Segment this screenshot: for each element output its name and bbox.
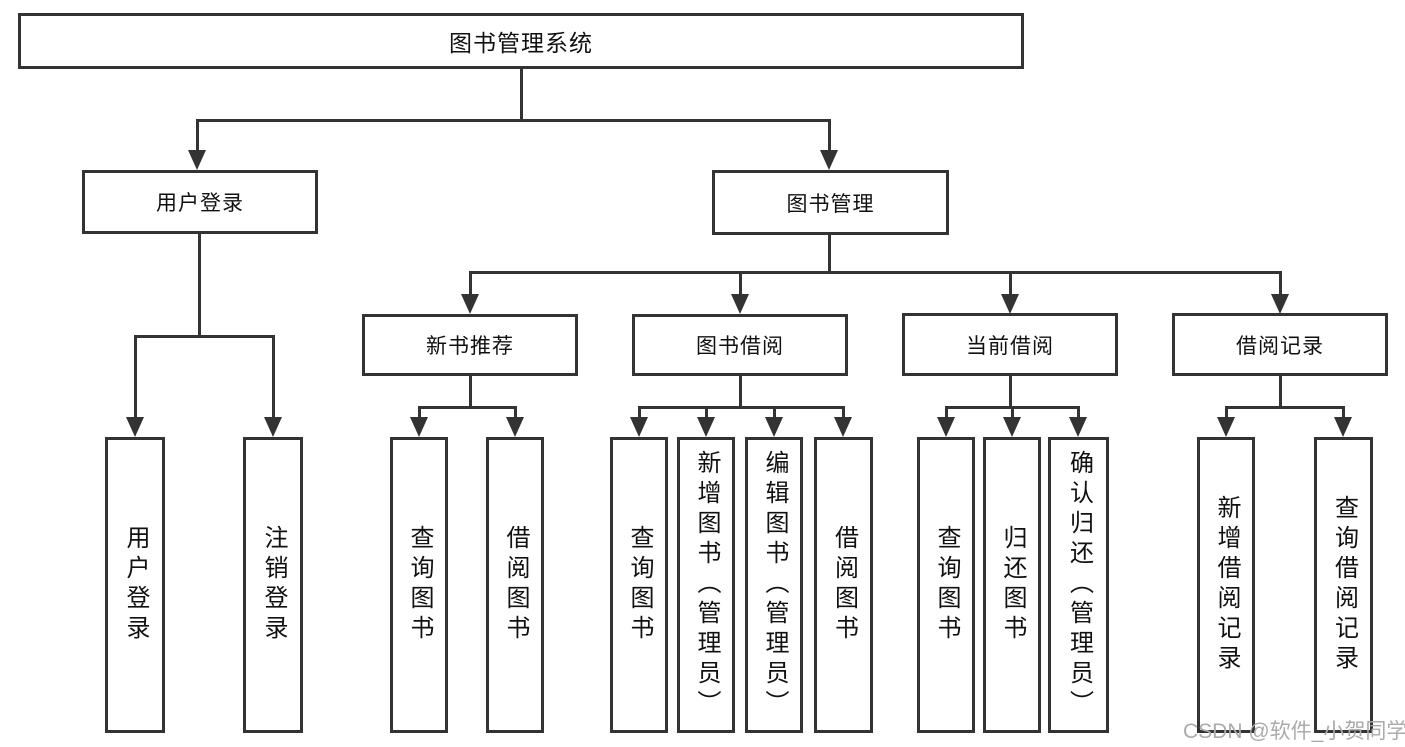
connector-arrow [1271,294,1289,314]
connector-line [418,406,517,409]
connector-arrow [630,417,648,437]
connector-arrow [765,417,783,437]
connector-line [828,234,831,274]
connector-line [638,406,641,419]
node-label: 查询图书 [933,525,960,645]
connector-arrow [1003,417,1021,437]
leaf-confirm-return-admin: 确认归还（管理员） [1048,437,1109,733]
node-label: 新增借阅记录 [1213,495,1240,675]
node-borrow-records: 借阅记录 [1172,313,1388,376]
leaf-user-login: 用户登录 [105,437,165,733]
node-label: 图书管理系统 [449,30,593,56]
connector-line [1009,271,1012,296]
connector-arrow [126,417,144,437]
node-book-management: 图书管理 [712,170,949,235]
leaf-logout: 注销登录 [243,437,303,733]
connector-arrow [1001,294,1019,314]
node-label: 新增图书（管理员） [693,450,720,720]
connector-line [1077,406,1080,419]
leaf-add-book-admin: 新增图书（管理员） [677,437,735,733]
connector-line [1279,271,1282,296]
connector-arrow [937,417,955,437]
node-new-book-recommend: 新书推荐 [362,314,578,376]
leaf-borrow-books-recommend: 借阅图书 [486,437,544,733]
connector-line [134,335,137,419]
node-label: 用户登录 [156,192,244,215]
csdn-watermark: CSDN @软件_小贺同学 [1183,720,1405,743]
connector-line [638,406,845,409]
connector-arrow [834,417,852,437]
connector-line [739,271,742,296]
connector-line [705,406,708,419]
node-label: 新书推荐 [426,335,514,358]
node-label: 注销登录 [260,525,287,645]
node-user-login: 用户登录 [82,170,318,234]
node-label: 查询借阅记录 [1330,495,1358,675]
node-label: 图书管理 [786,192,875,216]
connector-arrow [1069,417,1087,437]
connector-line [828,119,831,152]
connector-line [520,69,523,120]
leaf-return-book: 归还图书 [983,437,1041,733]
node-book-borrowing: 图书借阅 [632,314,848,376]
connector-arrow [820,150,838,170]
connector-arrow [188,150,206,170]
connector-line [1009,375,1012,408]
node-label: 编辑图书（管理员） [761,450,788,720]
connector-line [469,374,472,408]
connector-arrow [1217,417,1235,437]
connector-line [1342,406,1345,419]
connector-line [196,119,830,122]
node-root: 图书管理系统 [18,13,1024,69]
connector-line [418,406,421,419]
connector-arrow [1334,417,1352,437]
connector-line [196,119,199,152]
leaf-add-borrow-record: 新增借阅记录 [1197,437,1255,733]
connector-arrow [506,417,524,437]
node-label: 借阅图书 [502,525,529,645]
node-label: 借阅记录 [1236,334,1324,358]
leaf-query-books-borrowing: 查询图书 [610,437,668,733]
connector-line [469,271,1281,274]
connector-arrow [410,417,428,437]
connector-line [134,335,275,338]
connector-line [842,406,845,419]
node-label: 借阅图书 [830,525,858,645]
node-label: 当前借阅 [966,334,1054,358]
node-label: 确认归还（管理员） [1065,450,1093,720]
leaf-query-books-current: 查询图书 [917,437,975,733]
node-label: 图书借阅 [696,335,784,358]
connector-line [1225,406,1228,419]
node-label: 归还图书 [999,525,1026,645]
connector-line [773,406,776,419]
connector-arrow [697,417,715,437]
connector-line [1011,406,1014,419]
connector-line [469,271,472,296]
leaf-query-books-recommend: 查询图书 [390,437,448,733]
connector-line [739,374,742,408]
connector-arrow [461,294,479,314]
connector-line [1279,375,1282,408]
connector-line [945,406,948,419]
connector-arrow [731,294,749,314]
connector-arrow [264,417,282,437]
node-label: 查询图书 [626,525,653,645]
leaf-edit-book-admin: 编辑图书（管理员） [745,437,803,733]
connector-line [514,406,517,419]
leaf-borrow-books-borrowing: 借阅图书 [814,437,873,733]
node-label: 用户登录 [122,525,149,645]
node-label: 查询图书 [406,525,433,645]
connector-line [198,233,201,337]
connector-line [272,335,275,419]
leaf-query-borrow-record: 查询借阅记录 [1314,437,1373,733]
node-current-borrowing: 当前借阅 [902,313,1118,376]
connector-line [1225,406,1345,409]
